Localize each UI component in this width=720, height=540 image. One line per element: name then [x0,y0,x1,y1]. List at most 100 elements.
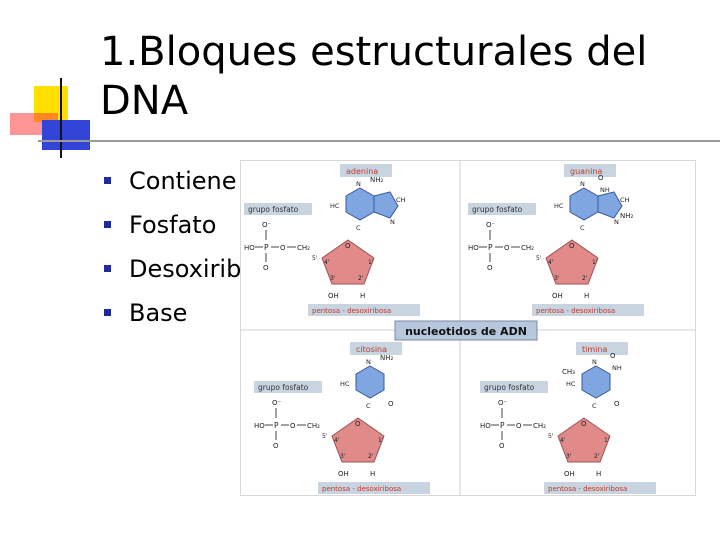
bullet-marker-icon [104,265,111,272]
figure-border [240,160,696,496]
bullet-marker-icon [104,309,111,316]
carbon-5-label: 5' [536,255,542,262]
ch-label: CH [396,196,406,204]
hc-label: HC [330,202,340,210]
base-ring [569,187,599,221]
hydrogen-2-label: H [584,292,589,300]
base-ring [581,365,611,399]
carbon-1-label: 1' [592,259,598,266]
carbon-4-label: 4' [560,437,566,444]
oxygen-label: O [273,442,279,450]
hydroxyl-3-label: OH [328,292,339,300]
carbon-2-label: 2' [358,275,364,282]
carbon-4-label: 4' [334,437,340,444]
bullet-text: Desoxirib [129,255,242,283]
bullet-text: Contiene [129,167,237,195]
bullet-item: Fosfato [104,209,241,253]
decor-vertical-line [60,78,62,158]
deoxyribose-ring [545,239,599,285]
bullet-marker-icon [104,221,111,228]
ch-label: CH [620,196,630,204]
title-underline [38,140,720,142]
carbonyl-label: O [388,400,394,408]
base-name-label: guanina [570,167,602,176]
carbon-label: C [356,224,361,232]
carbon-4-label: 4' [324,259,330,266]
nitrogen-label: N [580,180,585,188]
base-ring [355,365,385,399]
base-name-bg [564,164,616,177]
hc-label: HC [340,380,350,388]
decor-blue-square [42,120,90,150]
center-label-bg [394,320,538,341]
hydrogen-2-label: H [596,470,601,478]
base-ring [597,191,623,219]
bullet-text: Fosfato [129,211,217,239]
phosphate-group-bg [254,381,322,393]
base-ring [373,191,399,219]
carbon-label: C [366,402,371,410]
sugar-label-bg [308,304,420,316]
deoxyribose-ring [557,417,611,463]
bullet-list: Contiene Fosfato Desoxirib Base [104,165,241,341]
bullet-item: Base [104,297,241,341]
carbonyl-label: O [614,400,620,408]
carbon-label: C [580,224,585,232]
base-ring [345,187,375,221]
carbon-4-label: 4' [548,259,554,266]
base-name-label: citosina [356,345,387,354]
deoxyribose-ring [331,417,385,463]
center-label: nucleotidos de ADN [405,325,527,338]
hydroxyl-3-label: OH [552,292,563,300]
carbon-2-label: 2' [594,453,600,460]
oxygen-label: O [516,422,522,430]
hydrogen-2-label: H [360,292,365,300]
carbon-3-label: 3' [340,453,346,460]
hc-label: HC [566,380,576,388]
amine-label: NH₂ [380,354,394,362]
carbon-3-label: 3' [554,275,560,282]
nitrogen-label: N [592,358,597,366]
ring-oxygen-label: O [345,242,351,250]
hydroxyl-label: HO [254,422,265,430]
ch2-label: CH₂ [533,422,546,430]
oxygen-label: O [263,264,269,272]
sugar-name-label: pentosa - desoxiribosa [312,307,391,315]
phosphate-group-label: grupo fosfato [472,205,523,214]
base-name-bg [576,342,628,355]
methyl-label: CH₃ [562,368,575,376]
ch2-label: CH₂ [297,244,310,252]
ring-oxygen-label: O [355,420,361,428]
oxygen-minus-label: O⁻ [272,399,282,407]
oxygen-label: O [499,442,505,450]
ring-oxygen-label: O [581,420,587,428]
sugar-name-label: pentosa - desoxiribosa [536,307,615,315]
phosphate-group-bg [468,203,536,215]
carbon-1-label: 1' [378,437,384,444]
hc-label: HC [554,202,564,210]
bullet-item: Desoxirib [104,253,241,297]
carbon-label: C [592,402,597,410]
carbon-5-label: 5' [312,255,318,262]
phosphorus-label: P [488,243,493,252]
ch2-label: CH₂ [521,244,534,252]
phosphorus-label: P [274,421,279,430]
nitrogen-label: N [356,180,361,188]
sugar-label-bg [532,304,644,316]
phosphate-group-bg [244,203,312,215]
oxygen-label: O [290,422,296,430]
bullet-marker-icon [104,177,111,184]
deoxyribose-ring [321,239,375,285]
hydroxyl-label: HO [480,422,491,430]
phosphate-group-label: grupo fosfato [248,205,299,214]
amine-label: NH₂ [370,176,384,184]
oxygen-minus-label: O⁻ [262,221,272,229]
nh-label: NH [612,364,622,372]
carbon-3-label: 3' [566,453,572,460]
base-name-label: adenina [346,167,378,176]
nitrogen-label: N [614,218,619,226]
base-name-bg [350,342,402,355]
oxygen-minus-label: O⁻ [486,221,496,229]
